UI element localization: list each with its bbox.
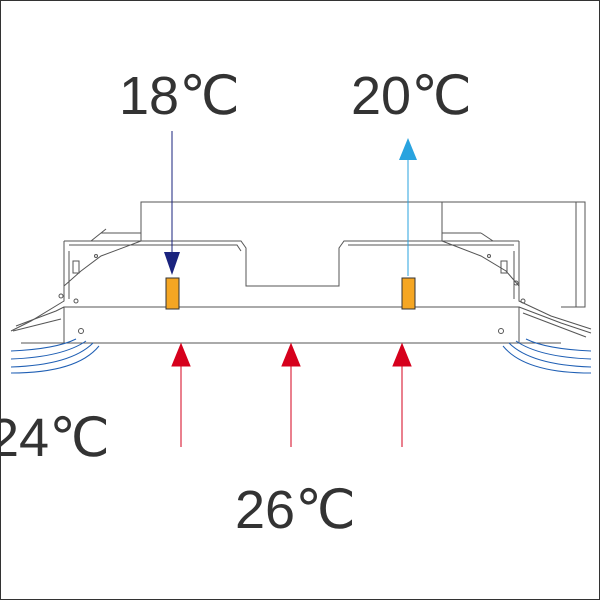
outlet-arrow xyxy=(399,138,417,276)
intake-temperature-label: 18℃ xyxy=(119,66,240,126)
airflow-lines-right xyxy=(502,338,592,374)
intake-arrow xyxy=(164,131,180,275)
outlet-temperature-label: 20℃ xyxy=(351,66,472,126)
sensor-right xyxy=(401,277,416,310)
room-air-arrows xyxy=(171,342,412,447)
room-temperature-label: 26℃ xyxy=(235,480,356,540)
unit-housing xyxy=(10,201,592,344)
airflow-lines-left xyxy=(10,338,100,374)
sensor-left xyxy=(165,277,180,310)
side-temperature-label: 24℃ xyxy=(0,408,110,468)
